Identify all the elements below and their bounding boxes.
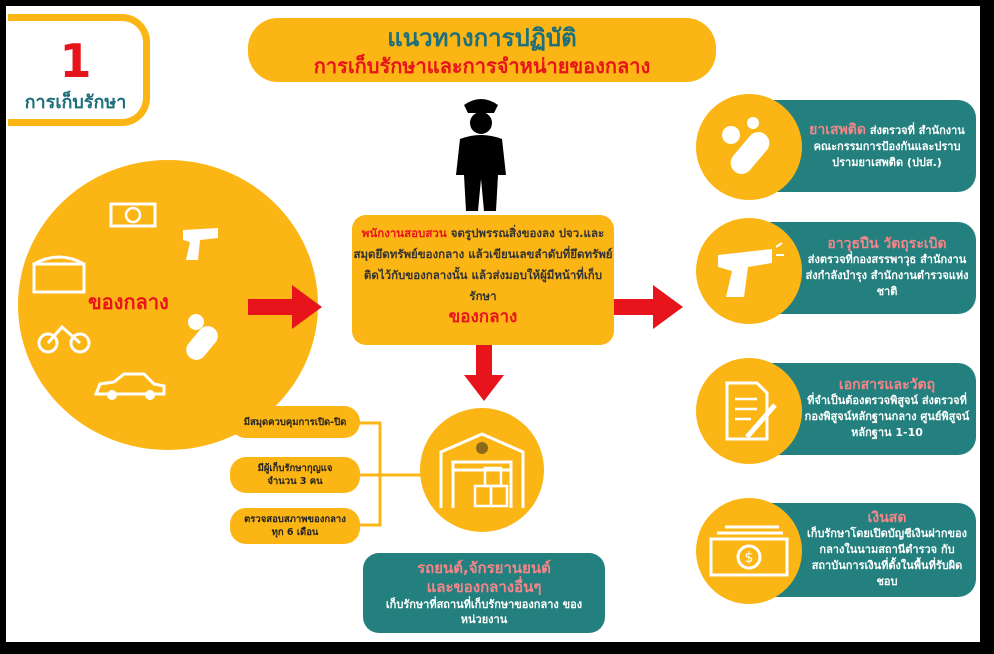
vehicles-text: เก็บรักษาที่สถานที่เก็บรักษาของกลาง ของห… (385, 598, 583, 626)
rule-text: ทุก 6 เดือน (271, 527, 319, 538)
gun-icon (718, 242, 784, 297)
pills-icon (186, 314, 218, 360)
money-icon: $ (709, 525, 789, 577)
vehicles-title-2: และของกลางอื่นๆ (426, 578, 542, 596)
procedure-actor: พนักงานสอบสวน (361, 226, 447, 240)
connector-lines (355, 421, 425, 527)
storage-rule: มีผู้เก็บรักษากุญแจจำนวน 3 คน (230, 457, 360, 493)
rule-text: ตรวจสอบสภาพของกลาง (244, 514, 346, 525)
category-card-documents: เอกสารและวัตถุที่จำเป็นต้องตรวจพิสูจน์ ส… (770, 363, 976, 455)
step-box: 1 การเก็บรักษา (8, 14, 150, 126)
rule-text: มีผู้เก็บรักษากุญแจ (257, 463, 333, 474)
motorcycle-icon (37, 324, 91, 354)
warehouse-circle (420, 408, 544, 532)
category-icon-circle (696, 218, 802, 324)
storage-rule: ตรวจสอบสภาพของกลางทุก 6 เดือน (230, 508, 360, 544)
police-officer-icon (456, 99, 506, 211)
warehouse-icon (439, 432, 525, 508)
vehicles-box: รถยนต์,จักรยานยนต์ และของกลางอื่นๆ เก็บร… (363, 553, 605, 633)
arrow-right-icon (248, 285, 322, 329)
category-text: ส่งตรวจที่กองสรรพาวุธ สำนักงานส่งกำลังบำ… (805, 253, 969, 298)
procedure-box: พนักงานสอบสวน จดรูปพรรณสิ่งของลง ปจว.และ… (352, 215, 614, 345)
evidence-label: ของกลาง (88, 290, 169, 314)
treasure-chest-icon (32, 255, 86, 294)
page-title: แนวทางการปฏิบัติ (387, 24, 577, 52)
category-title: เงินสด (867, 510, 907, 526)
category-text: ที่จำเป็นต้องตรวจพิสูจน์ ส่งตรวจที่กองพิ… (804, 394, 970, 439)
car-icon (93, 372, 166, 400)
category-title: ยาเสพติด (809, 121, 866, 138)
category-title: เอกสารและวัตถุ (838, 377, 936, 393)
page-subtitle: การเก็บรักษาและการจำหน่ายของกลาง (313, 54, 651, 78)
rule-text: มีสมุดควบคุมการเปิด-ปิด (243, 416, 347, 428)
category-title: อาวุธปืน วัตถุระเบิด (827, 236, 947, 252)
procedure-text: จดรูปพรรณสิ่งของลง ปจว.และสมุดยึดทรัพย์ข… (353, 226, 613, 303)
step-label: การเก็บรักษา (24, 92, 127, 113)
pills-icon (722, 117, 770, 174)
step-number: 1 (59, 34, 92, 88)
category-card-weapons: อาวุธปืน วัตถุระเบิดส่งตรวจที่กองสรรพาวุ… (770, 222, 976, 314)
svg-text:$: $ (745, 550, 754, 566)
storage-rule: มีสมุดควบคุมการเปิด-ปิด (230, 406, 360, 438)
arrow-right-icon (613, 285, 683, 329)
category-card-drugs: ยาเสพติด ส่งตรวจที่ สำนักงานคณะกรรมการป้… (770, 100, 976, 192)
category-icon-circle: $ (696, 498, 802, 604)
category-icon-circle (696, 358, 802, 464)
title-banner: แนวทางการปฏิบัติ การเก็บรักษาและการจำหน่… (248, 18, 716, 82)
category-card-cash: เงินสดเก็บรักษาโดยเปิดบัญชีเงินฝากของกลา… (770, 503, 976, 597)
category-icon-circle (696, 94, 802, 200)
vehicles-title: รถยนต์,จักรยานยนต์ (417, 559, 551, 577)
category-text: เก็บรักษาโดยเปิดบัญชีเงินฝากของกลางในนาม… (806, 527, 968, 588)
gun-icon (183, 228, 218, 260)
category-text: ส่งตรวจที่ สำนักงานคณะกรรมการป้องกันและป… (813, 123, 965, 169)
document-icon (725, 381, 777, 441)
rule-text: จำนวน 3 คน (267, 476, 323, 487)
arrow-down-icon (464, 345, 504, 401)
procedure-emphasis: ของกลาง (448, 307, 518, 327)
money-icon (109, 202, 157, 228)
